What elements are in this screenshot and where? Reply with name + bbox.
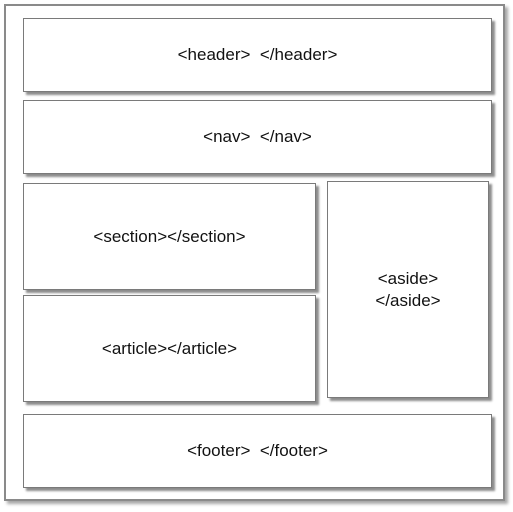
nav-block: <nav> </nav> [23, 100, 492, 174]
aside-open-label: <aside> [377, 268, 439, 288]
footer-block: <footer> </footer> [23, 414, 492, 488]
footer-label: <footer> </footer> [187, 441, 328, 460]
header-block: <header> </header> [23, 18, 492, 92]
header-label: <header> </header> [177, 45, 338, 64]
article-block: <article></article> [23, 295, 316, 402]
section-block: <section></section> [23, 183, 316, 290]
nav-label: <nav> </nav> [203, 127, 312, 146]
aside-close-label: </aside> [375, 290, 441, 310]
aside-block: <aside> </aside> [327, 181, 489, 398]
section-label: <section></section> [93, 226, 246, 246]
article-label: <article></article> [101, 338, 238, 358]
